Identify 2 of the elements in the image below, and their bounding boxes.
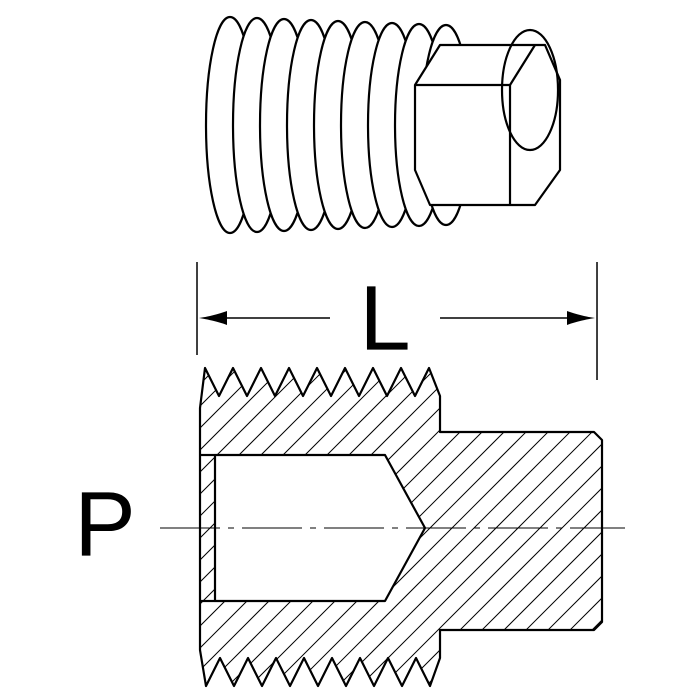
dimension-label: L xyxy=(366,286,408,350)
dimension-label: P xyxy=(82,492,131,556)
